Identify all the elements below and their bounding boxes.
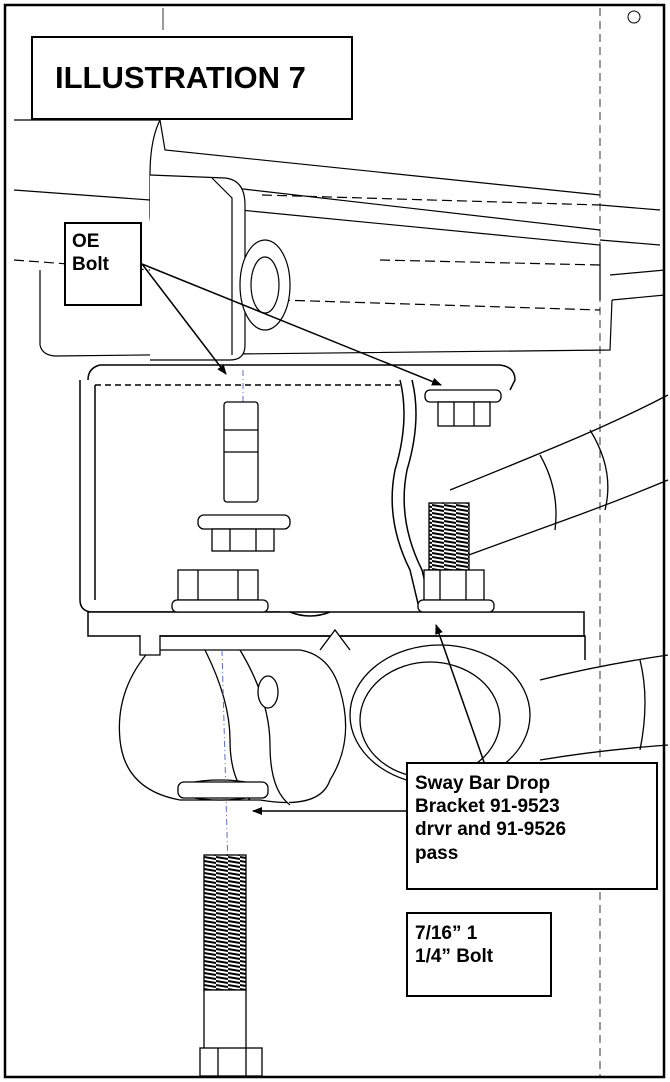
sway-bracket-line-4: pass [415,842,459,864]
sway-bar-bracket-label: Sway Bar Drop Bracket 91-9523 drvr and 9… [406,762,658,890]
sway-bracket-line-3: drvr and 91-9526 [415,819,567,841]
lower-bolt [177,781,269,1077]
bolt-size-line-1: 7/16” 1 [415,923,478,944]
illustration-title: ILLUSTRATION 7 [31,36,353,120]
oe-bolt-label-line-2: Bolt [72,254,109,276]
oe-bolt-left [171,401,291,613]
sway-bar [449,394,669,761]
sway-bracket-leader [435,624,485,763]
oe-bolt-label: OE Bolt [64,222,142,306]
bolt-centerline [221,649,229,871]
drop-bracket [79,364,586,660]
sway-bracket-line-1: Sway Bar Drop [415,773,551,794]
page-border [3,3,666,1079]
leader-arrows [141,263,485,815]
title-text: ILLUSTRATION 7 [55,60,306,95]
oe-bolt-leader-left [141,263,227,375]
bolt-size-line-2: 1/4” Bolt [415,946,494,968]
oe-bolt-leader-right [141,263,442,386]
bolt-size-label: 7/16” 1 1/4” Bolt [406,912,552,997]
sway-bracket-line-2: Bracket 91-9523 [415,796,560,818]
oe-bracket [149,174,291,361]
oe-bolt-label-line-1: OE [72,231,100,252]
corner-mark [627,10,641,24]
oe-bolt-right [417,389,502,613]
